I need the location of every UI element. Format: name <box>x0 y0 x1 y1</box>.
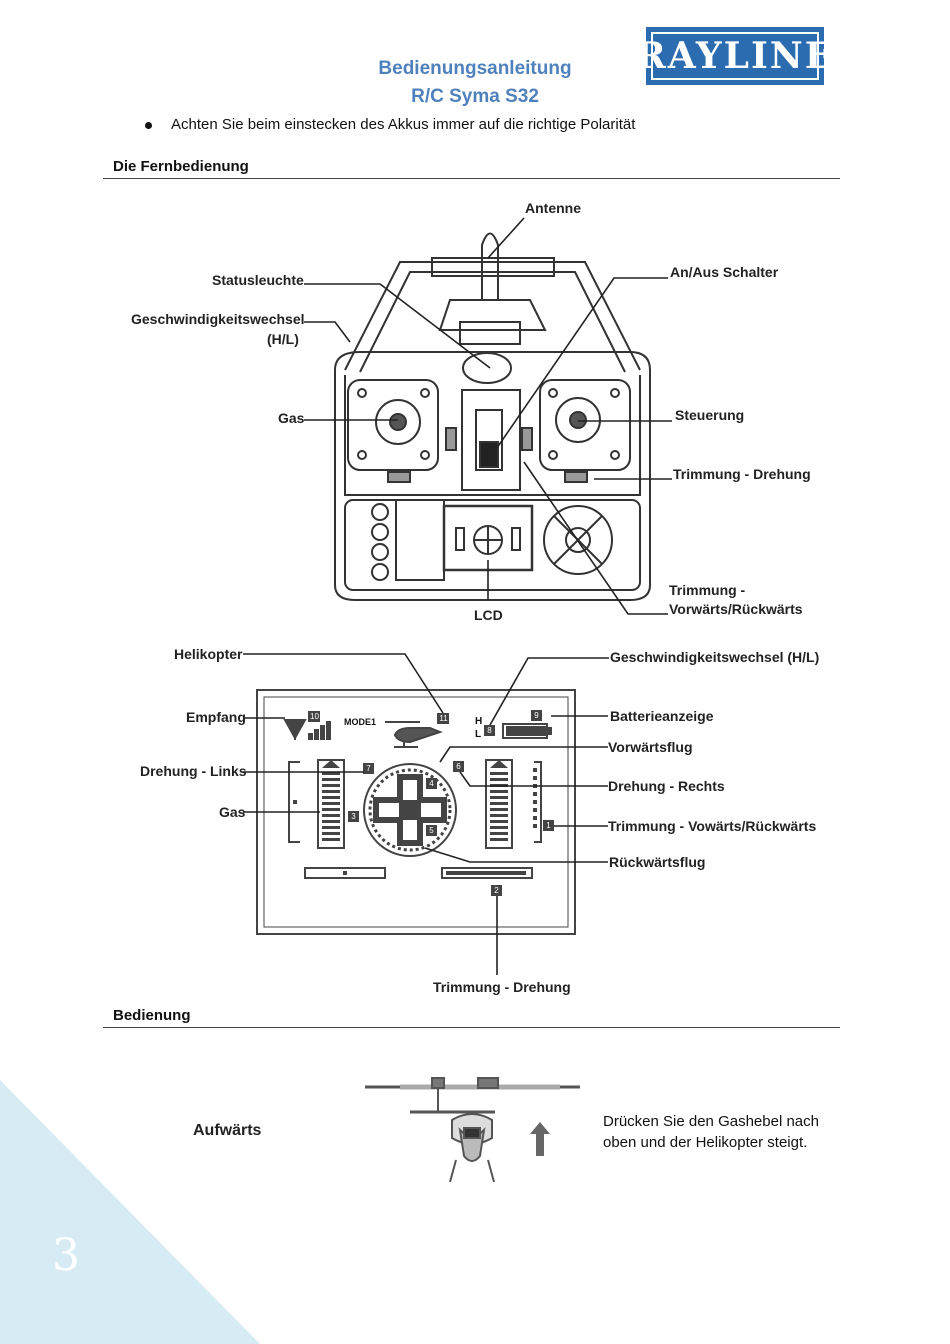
section-heading-remote: Die Fernbedienung <box>113 158 249 175</box>
lcd-diagram <box>243 653 609 975</box>
label-trimmung-drehung-lcd: Trimmung - Drehung <box>433 979 571 995</box>
operation-label-aufwaerts: Aufwärts <box>193 1122 262 1139</box>
label-empfang: Empfang <box>186 709 246 725</box>
label-helikopter: Helikopter <box>174 646 243 662</box>
label-trimmung-drehung: Trimmung - Drehung <box>673 466 811 482</box>
lcd-number-4: 4 <box>429 779 434 788</box>
label-gas-lcd: Gas <box>219 804 246 820</box>
label-an-aus-schalter: An/Aus Schalter <box>670 264 779 280</box>
document-title: Bedienungsanleitung <box>378 58 572 79</box>
label-vorwaerts-rueckwaerts: Vorwärts/Rückwärts <box>669 601 803 617</box>
label-rueckwaertsflug: Rückwärtsflug <box>609 854 706 870</box>
page-number: 3 <box>52 1230 80 1281</box>
lcd-mode-text: MODE1 <box>344 717 377 727</box>
lcd-number-3: 3 <box>351 812 356 821</box>
label-trimmung: Trimmung - <box>669 582 746 598</box>
lcd-number-9: 9 <box>534 711 539 720</box>
lcd-number-6: 6 <box>456 762 461 771</box>
label-steuerung: Steuerung <box>675 407 745 423</box>
label-geschwindigkeitswechsel-hl: (H/L) <box>267 331 299 347</box>
lcd-number-5: 5 <box>429 826 434 835</box>
section-divider <box>103 178 840 179</box>
antenna-shape <box>481 232 499 300</box>
rayline-logo: RAYLINE <box>636 27 832 85</box>
label-drehung-rechts: Drehung - Rechts <box>608 778 725 794</box>
label-drehung-links: Drehung - Links <box>140 763 247 779</box>
lcd-number-8: 8 <box>487 726 492 735</box>
helicopter-illustration <box>365 1077 580 1183</box>
lcd-number-7: 7 <box>366 764 371 773</box>
section-divider <box>103 1027 840 1028</box>
document-subtitle: R/C Syma S32 <box>411 86 539 107</box>
label-geschwindigkeitswechsel: Geschwindigkeitswechsel <box>131 311 305 327</box>
logo-text: RAYLINE <box>636 32 832 80</box>
polarity-note: Achten Sie beim einstecken des Akkus imm… <box>171 116 636 133</box>
label-geschwindigkeitswechsel-hl-lcd: Geschwindigkeitswechsel (H/L) <box>610 649 820 665</box>
label-batterieanzeige: Batterieanzeige <box>610 708 714 724</box>
label-gas: Gas <box>278 410 305 426</box>
operation-description: Drücken Sie den Gashebel nach oben und d… <box>603 1113 819 1151</box>
label-antenne: Antenne <box>525 200 581 216</box>
lcd-number-1: 1 <box>546 821 551 830</box>
remote-control-illustration <box>304 217 672 615</box>
label-statusleuchte: Statusleuchte <box>212 272 304 288</box>
label-vorwaertsflug: Vorwärtsflug <box>608 739 693 755</box>
bullet-icon <box>145 122 152 129</box>
lcd-h-text: H <box>475 716 483 727</box>
corner-decoration <box>0 1080 260 1344</box>
label-trimmung-vorwaerts-rueckwaerts-lcd: Trimmung - Vowärts/Rückwärts <box>608 818 817 834</box>
lcd-number-2: 2 <box>494 886 499 895</box>
lcd-l-text: L <box>475 729 482 740</box>
section-heading-operation: Bedienung <box>113 1007 191 1024</box>
lcd-number-10: 10 <box>310 712 319 721</box>
lcd-number-11: 11 <box>439 714 448 723</box>
label-lcd: LCD <box>474 607 503 623</box>
